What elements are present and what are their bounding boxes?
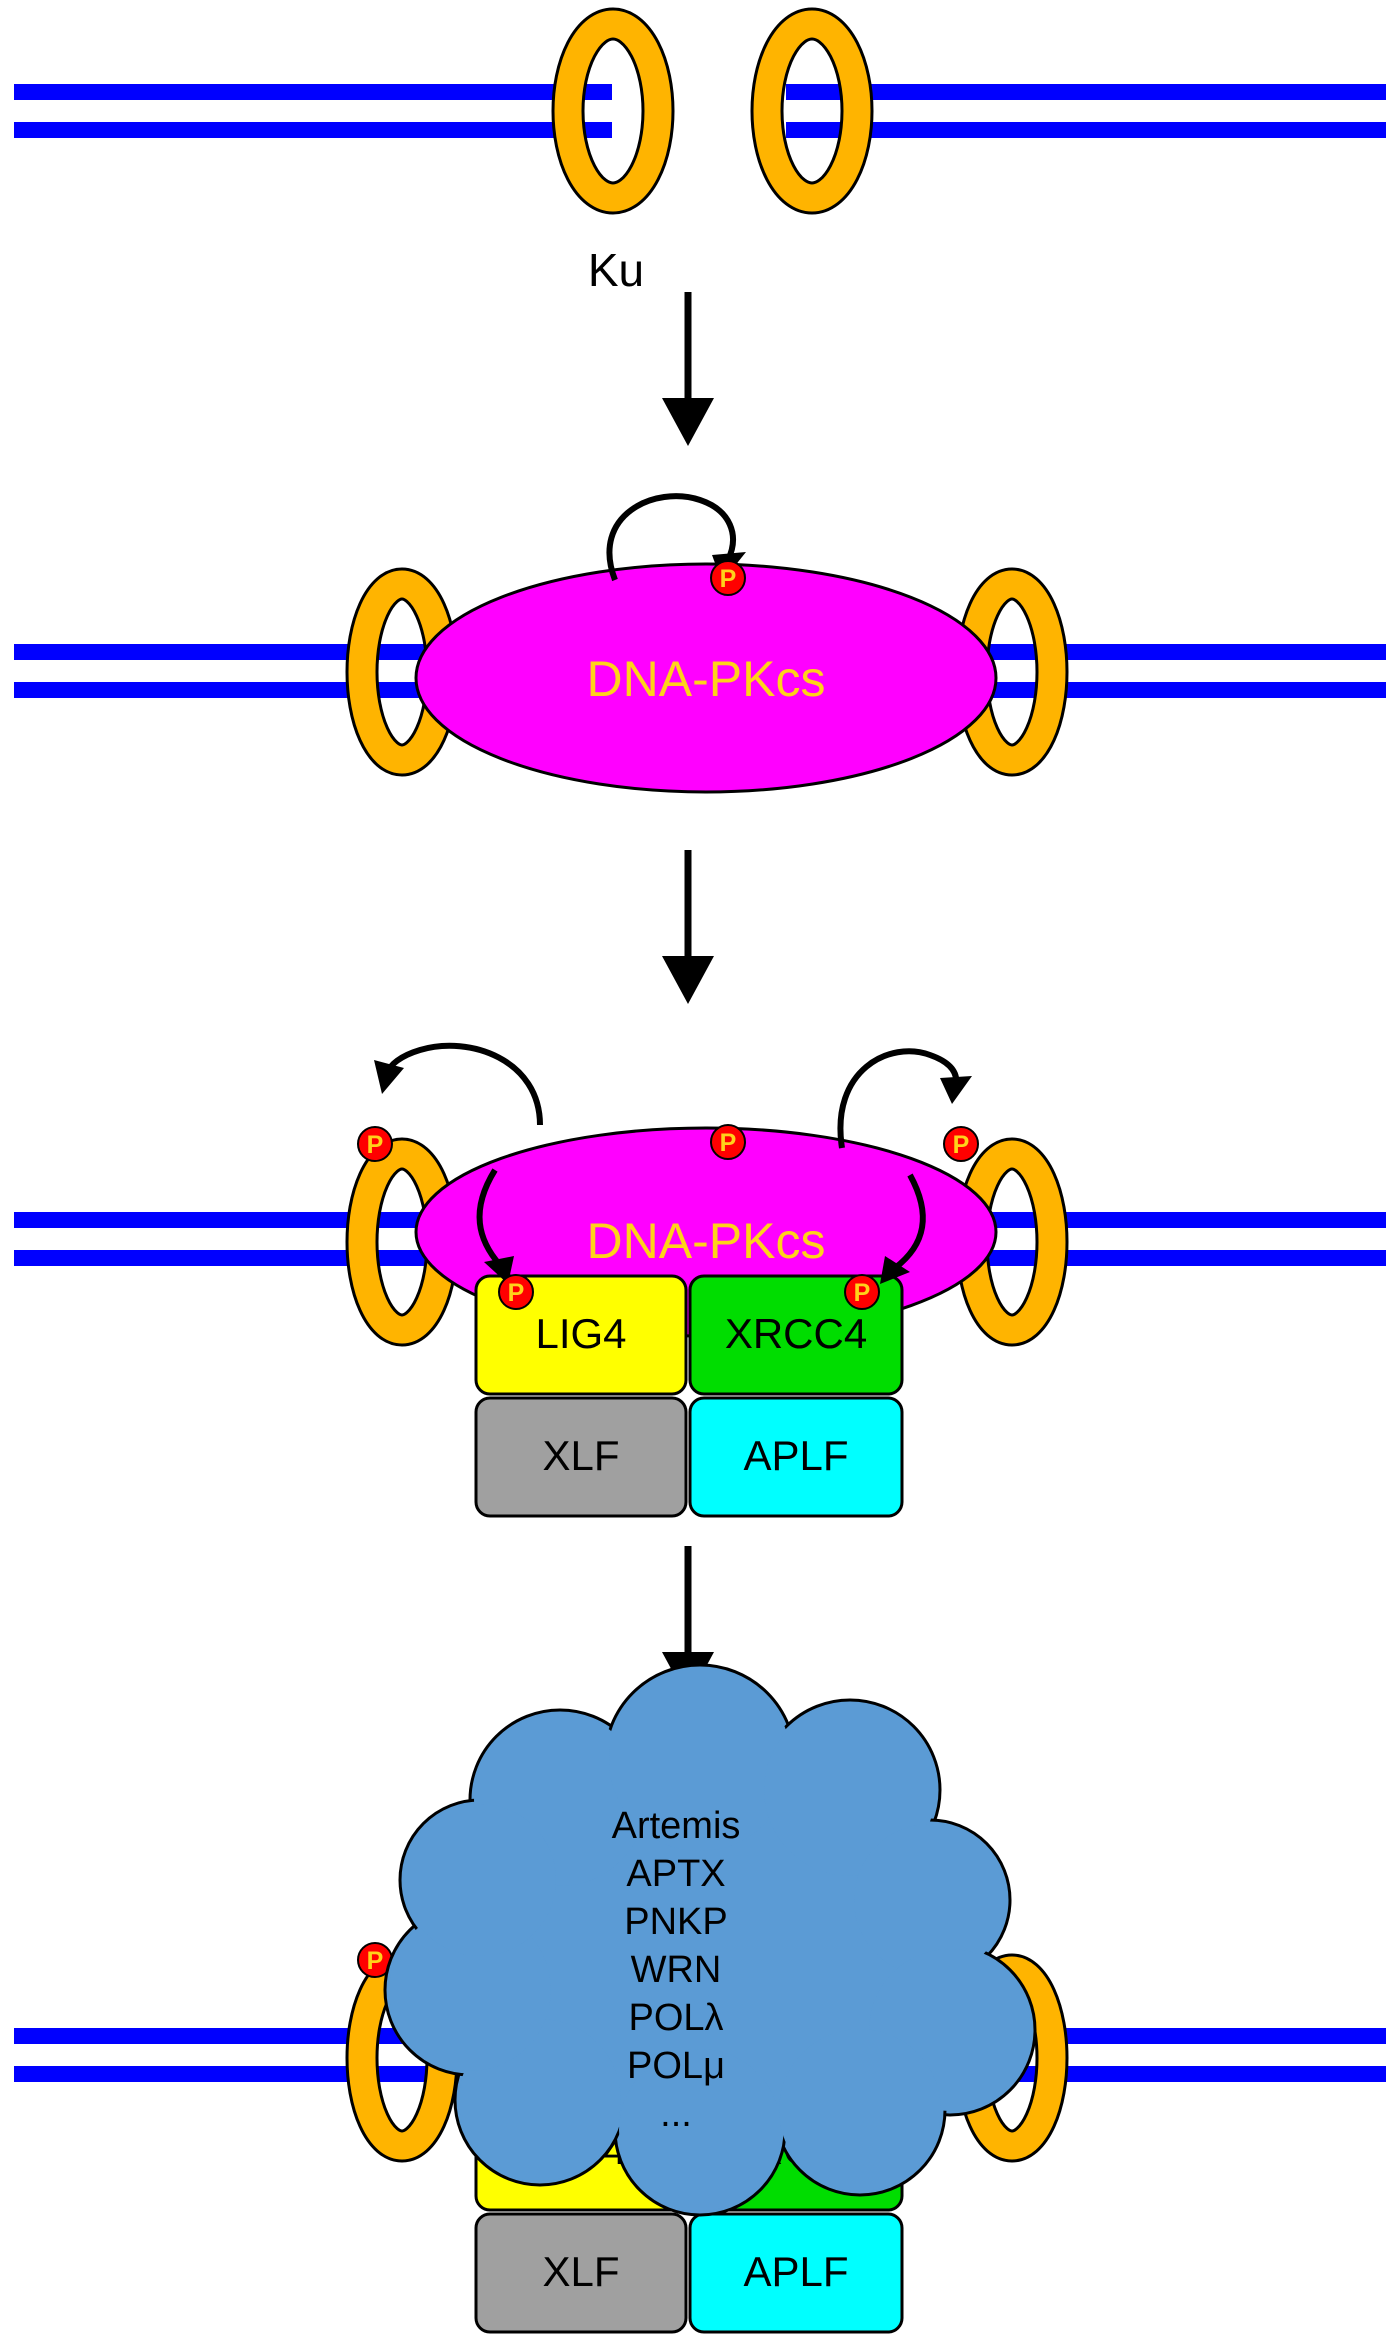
svg-text:P: P [508,1279,525,1307]
phosphorylation-arrow-xrcc4 [893,1173,926,1271]
svg-text:APLF: APLF [743,2248,848,2295]
dna-pkcs-label: DNA-PKcs [587,651,826,707]
dna-right-end [786,84,1386,138]
factor-artemis: Artemis [612,1805,741,1847]
stage-1-ku-binding: Ku [14,7,1386,296]
svg-text:XLF: XLF [542,2248,619,2295]
stage-3-ligation-complex: DNA-PKcs LIG4 XRCC4 XLF APLF P P P [14,1042,1386,1518]
factor-pol-mu: POLμ [627,2045,725,2087]
dna-pkcs-complex [414,562,998,794]
svg-text:XLF: XLF [542,1432,619,1479]
phospho-site: P [710,560,746,596]
ku-label: Ku [588,244,644,296]
dna-pkcs-label: DNA-PKcs [587,1213,826,1269]
aplf-box [688,1396,904,1518]
arrow-2 [662,850,714,1004]
cloud-factor-list: Artemis APTX PNKP WRN POLλ POLμ ... [612,1805,741,2135]
svg-text:P: P [854,1279,871,1307]
factor-ellipsis: ... [660,2093,692,2135]
stage-2-dna-pkcs: DNA-PKcs P [14,493,1386,794]
xlf-box [474,1396,688,1518]
autophosphorylation-arrow [606,493,736,582]
stage-4-end-processing: LIG4 XRCC4 XLF APLF P [14,1663,1386,2334]
phospho-site-xrcc4: P [844,1274,880,1310]
factor-aptx: APTX [626,1853,725,1895]
factor-pnkp: PNKP [624,1901,727,1943]
phosphorylation-arrow-ku-right [837,1048,960,1149]
svg-text:P: P [720,565,737,593]
xlf-box [474,2212,688,2334]
phosphorylation-arrow-lig4 [476,1168,503,1267]
aplf-box [688,2212,904,2334]
svg-text:XRCC4: XRCC4 [725,1310,867,1357]
lig4-box [474,1274,688,1396]
factor-wrn: WRN [631,1949,722,1991]
phospho-site-ku-left: P [357,1126,393,1162]
dna-left-end [14,84,612,138]
phosphorylation-arrow-ku-left [385,1042,543,1126]
arrow-1 [662,292,714,446]
svg-text:P: P [367,1131,384,1159]
svg-text:LIG4: LIG4 [535,1310,626,1357]
factor-pol-lambda: POLλ [628,1997,723,2039]
phospho-site-dna-pkcs: P [710,1124,746,1160]
svg-text:P: P [367,1947,384,1975]
xrcc4-box [688,1274,904,1396]
svg-text:APLF: APLF [743,1432,848,1479]
phospho-site-lig4: P [498,1274,534,1310]
svg-text:P: P [720,1129,737,1157]
phospho-site-ku-right: P [943,1126,979,1162]
svg-text:P: P [953,1131,970,1159]
